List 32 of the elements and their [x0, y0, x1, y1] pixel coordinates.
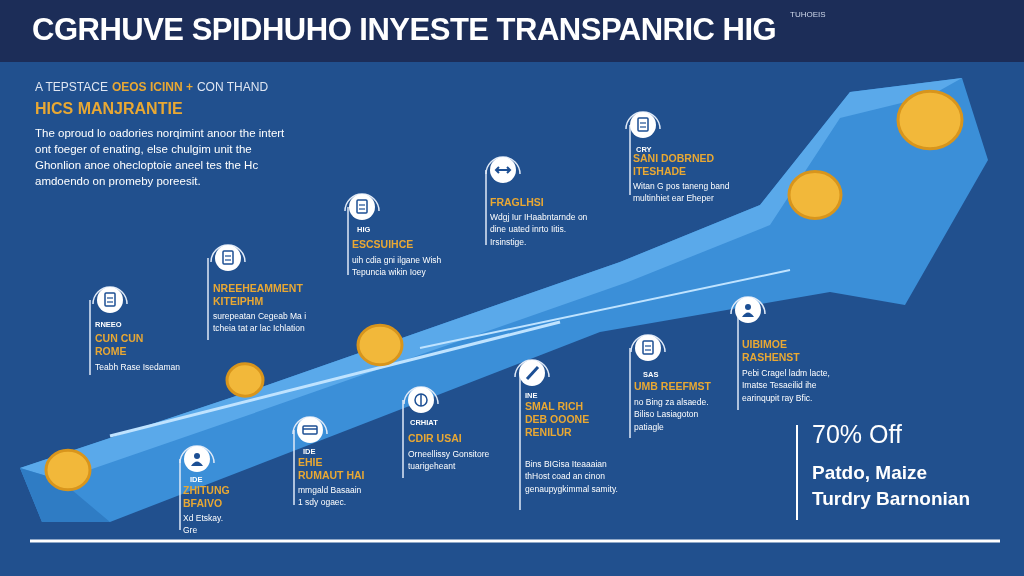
title: CGRHUVE SPIDHUHO INYESTE TRANSPANRIC HIG [32, 12, 777, 48]
step-heading: CDIR USAI [408, 432, 463, 446]
step-description: uih cdia gni ilgane Wish Tepuncia wikin Ioey [352, 254, 442, 279]
step-heading: SANI DOBRNED ITESHADE [633, 152, 716, 179]
step-description: Teabh Rase Isedaman [95, 361, 182, 374]
subheading-text: CON THAND [196, 80, 269, 94]
step-heading: ZHITUNG BFAIVO [183, 484, 231, 511]
step-description: mmgald Basaain 1 sdy ogaec. [298, 484, 363, 509]
step-heading: UIBIMOE RASHENST [742, 338, 801, 365]
step-heading: UMB REEFMST [634, 380, 712, 394]
promo-text: Turdry Barnonian [812, 488, 971, 510]
step-heading: CUN CUN ROME [95, 332, 145, 359]
step-description: Bins BIGisa Iteaaaian thHost coad an cinon genaupygkimmal samity. [525, 458, 619, 495]
step-description: Orneellissy Gonsitore tuarigeheant [408, 448, 491, 473]
step-description: Xd Etskay. Gre [183, 512, 224, 537]
step-description: surepeatan Cegeab Ma i tcheia tat ar lac Ichlation [213, 310, 308, 335]
step-heading: SMAL RICH DEB OOONE RENILUR [525, 400, 591, 440]
step-description: no Bing za alsaede. Biliso Lasiagoton patiagle [634, 396, 710, 433]
section-heading: HICS MANJRANTIE [35, 100, 184, 118]
step-heading: EHIE RUMAUT HAI [298, 456, 366, 483]
promo-text: Patdo, Maize [812, 462, 929, 484]
step-description: Witan G pos taneng band multinhiet ear Eheper [633, 180, 731, 205]
subheading-text: A TEPSTACE [35, 80, 108, 94]
step-heading: NREEHEAMMENT KITEIPHM [213, 282, 304, 309]
small-text: TUHOEIS [790, 10, 827, 19]
subheading-text: OEOS ICINN + [111, 80, 193, 94]
intro-paragraph: The oproud lo oadories norqimint anoor the intert ont foeger of enating, else chulgim unit the Ghonlion anoe ohecloptoie aneel tes the Hc amdoendo on promeby poreesit. [35, 126, 286, 190]
step-description: Pebi Cragel ladm lacte, Imatse Tesaeilid ihe earinqupit ray Bfic. [742, 367, 831, 404]
step-heading: FRAGLHSI [490, 196, 545, 210]
step-heading: ESCSUIHCE [352, 238, 415, 252]
step-description: Wdgj Iur IHaabntarnde on dine uated inrto Iitis. Irsinstige. [490, 211, 589, 248]
discount-text: 70% Off [812, 420, 903, 449]
